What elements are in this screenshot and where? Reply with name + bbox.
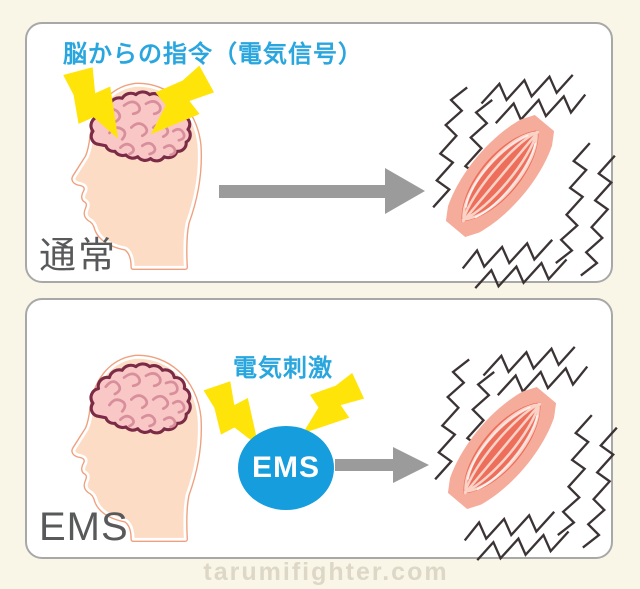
panel-normal: 脳からの指令（電気信号） 通常 <box>25 22 613 283</box>
arrow-right-icon <box>335 447 429 483</box>
panel-ems: 電気刺激 EMS EMS <box>25 298 613 559</box>
panel-label-normal: 通常 <box>39 235 117 277</box>
panel-label-ems: EMS <box>39 505 129 549</box>
brain-signal-caption: 脳からの指令（電気信号） <box>63 41 363 68</box>
watermark: tarumifighter.com <box>203 558 449 586</box>
muscle-icon <box>427 360 577 536</box>
ems-device-badge: EMS <box>238 426 334 510</box>
electric-stimulation-caption: 電気刺激 <box>233 355 333 382</box>
arrow-right-icon <box>219 168 425 214</box>
ems-device-label: EMS <box>251 451 320 484</box>
muscle-icon <box>425 88 575 264</box>
